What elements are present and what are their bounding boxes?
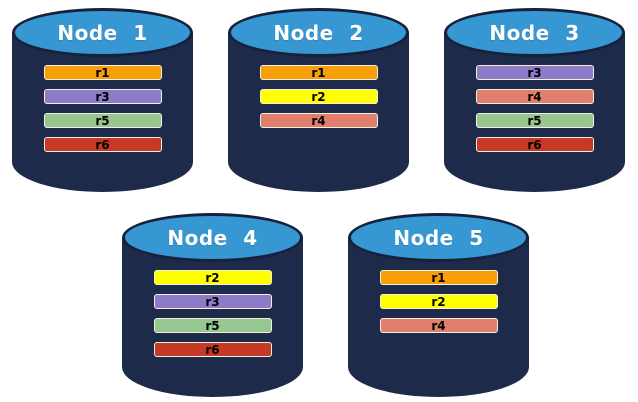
replica-bar-r2: r2 [153,270,272,285]
replica-bar-r2: r2 [379,294,498,309]
replica-bar-r1: r1 [379,270,498,285]
database-cylinder-top-icon: Node 5 [348,213,529,262]
replica-list: r3 r4 r5 r6 [475,65,594,152]
node-cylinder: Node 1 r1 r3 r5 r6 [12,8,193,192]
replica-bar-r5: r5 [153,318,272,333]
node-title: Node 2 [273,20,364,45]
replica-bar-r5: r5 [475,113,594,128]
replica-bar-r1: r1 [259,65,378,80]
node-cylinder: Node 3 r3 r4 r5 r6 [444,8,625,192]
database-cylinder-top-icon: Node 2 [228,8,409,57]
row-2: Node 4 r2 r3 r5 r6 Node 5 r1 r2 r4 [0,213,638,397]
replica-list: r1 r3 r5 r6 [43,65,162,152]
database-cylinder-top-icon: Node 4 [122,213,303,262]
replica-bar-r2: r2 [259,89,378,104]
database-cylinder-top-icon: Node 3 [444,8,625,57]
replica-bar-r1: r1 [43,65,162,80]
node-title: Node 5 [393,225,484,250]
node-title: Node 1 [57,20,148,45]
replica-bar-r4: r4 [379,318,498,333]
replica-list: r2 r3 r5 r6 [153,270,272,357]
cylinder-body [122,237,303,397]
node-cylinder: Node 4 r2 r3 r5 r6 [122,213,303,397]
cylinder-body [348,237,529,397]
replica-bar-r4: r4 [475,89,594,104]
node-cylinder: Node 2 r1 r2 r4 [228,8,409,192]
node-cylinder: Node 5 r1 r2 r4 [348,213,529,397]
database-cylinder-top-icon: Node 1 [12,8,193,57]
replica-bar-r3: r3 [153,294,272,309]
replica-bar-r6: r6 [43,137,162,152]
replica-list: r1 r2 r4 [379,270,498,333]
replica-bar-r6: r6 [475,137,594,152]
replica-bar-r6: r6 [153,342,272,357]
replica-bar-r5: r5 [43,113,162,128]
replica-bar-r4: r4 [259,113,378,128]
node-title: Node 4 [167,225,258,250]
row-1: Node 1 r1 r3 r5 r6 Node 2 r1 r2 r4 Node 3 r3 r4 r5 r6 [0,0,638,192]
cylinder-body [228,32,409,192]
node-title: Node 3 [489,20,580,45]
replica-bar-r3: r3 [43,89,162,104]
cylinder-body [12,32,193,192]
replica-bar-r3: r3 [475,65,594,80]
cylinder-body [444,32,625,192]
replica-list: r1 r2 r4 [259,65,378,128]
